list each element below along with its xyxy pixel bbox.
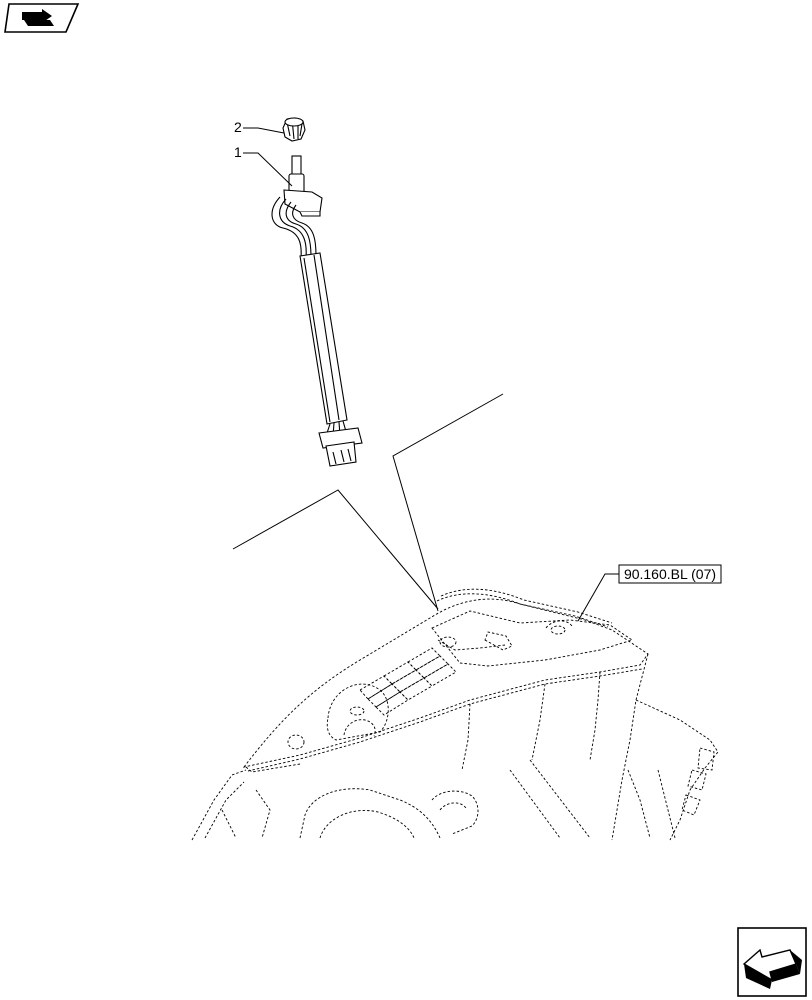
callout-2: 2 xyxy=(234,119,242,135)
reference-text: 90.160.BL (07) xyxy=(624,566,716,582)
book-arrow-icon[interactable] xyxy=(4,3,80,33)
callout-1: 1 xyxy=(234,144,242,160)
knob-part xyxy=(282,117,306,142)
reference-label[interactable]: 90.160.BL (07) xyxy=(618,564,722,584)
switch-part xyxy=(271,155,363,467)
callout-leaders xyxy=(243,127,293,187)
reference-leader xyxy=(577,573,619,622)
navigate-arrow-icon[interactable] xyxy=(737,927,807,997)
location-lines xyxy=(232,393,504,612)
console-phantom xyxy=(191,588,719,841)
